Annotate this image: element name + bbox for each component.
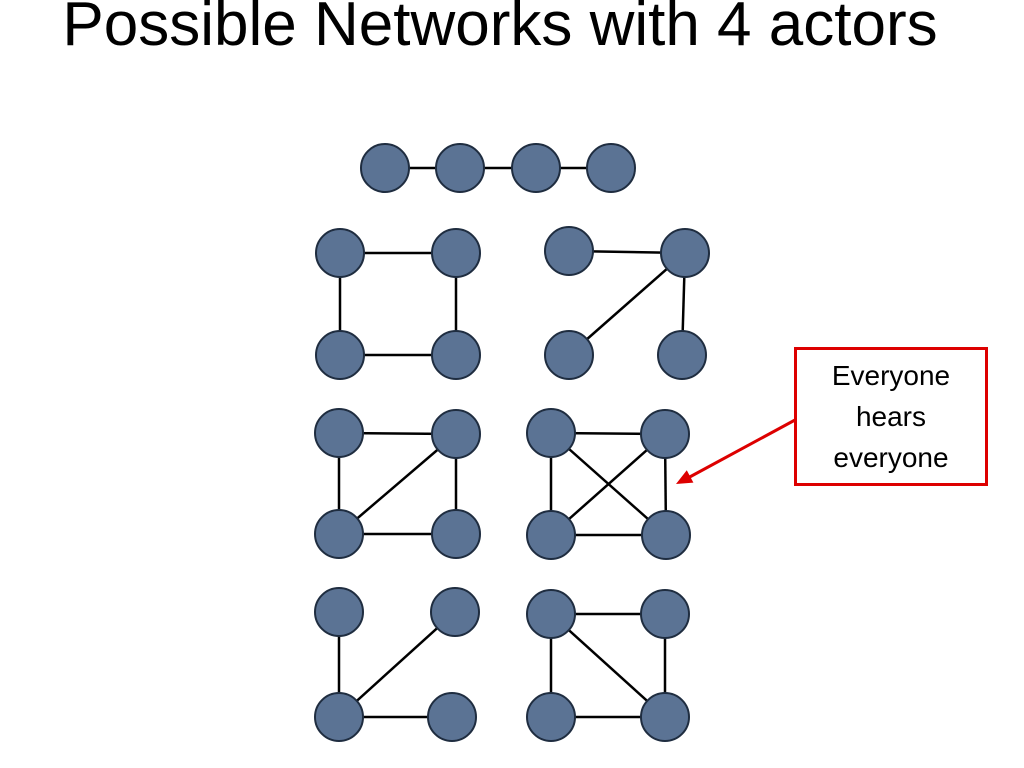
complete-network-node <box>641 510 691 560</box>
slide-title: Possible Networks with 4 actors <box>62 0 938 59</box>
chain-network-node <box>314 587 364 637</box>
star-network-node <box>544 330 594 380</box>
callout-arrow-shaft <box>685 418 796 481</box>
line-network-node <box>360 143 410 193</box>
diamond-network-edge <box>550 613 666 718</box>
complete-network-node <box>640 409 690 459</box>
triangle-plus-tail-network-node <box>314 509 364 559</box>
callout-box: Everyone hears everyone <box>794 347 988 486</box>
ring-network-node <box>315 228 365 278</box>
callout-text: Everyone hears everyone <box>831 360 951 473</box>
star-network-node <box>544 226 594 276</box>
complete-network-node <box>526 510 576 560</box>
callout-arrow <box>676 418 796 484</box>
chain-network-node <box>427 692 477 742</box>
complete-network-edge <box>550 433 666 536</box>
ring-network-node <box>431 330 481 380</box>
diamond-network-node <box>640 589 690 639</box>
triangle-plus-tail-network-node <box>314 408 364 458</box>
complete-network-node <box>526 408 576 458</box>
star-network-node <box>657 330 707 380</box>
chain-network-edge <box>338 611 456 718</box>
line-network-node <box>511 143 561 193</box>
line-network-node <box>435 143 485 193</box>
star-network-node <box>660 228 710 278</box>
line-network-node <box>586 143 636 193</box>
callout-arrow-head <box>676 470 694 484</box>
triangle-plus-tail-network-edge <box>338 433 457 535</box>
network-nodes <box>314 143 710 742</box>
network-edges <box>337 166 687 719</box>
triangle-plus-tail-network-node <box>431 409 481 459</box>
chain-network-node <box>430 587 480 637</box>
ring-network-node <box>315 330 365 380</box>
triangle-plus-tail-network-node <box>431 509 481 559</box>
chain-network-node <box>314 692 364 742</box>
ring-network-node <box>431 228 481 278</box>
diamond-network-node <box>526 692 576 742</box>
diamond-network-node <box>526 589 576 639</box>
diamond-network-node <box>640 692 690 742</box>
star-network-edge <box>568 252 686 356</box>
